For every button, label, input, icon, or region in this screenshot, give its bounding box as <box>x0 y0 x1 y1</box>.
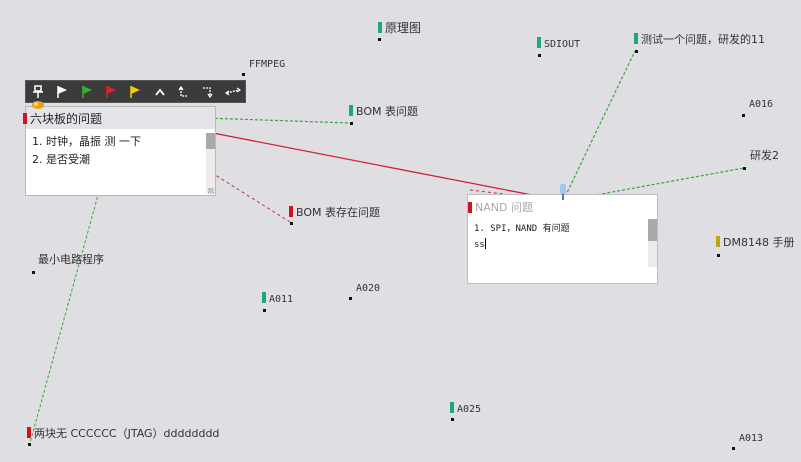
flag-red-icon <box>106 85 117 98</box>
olive-flag-icon <box>716 236 720 247</box>
node-sdiout[interactable]: SDIOUT <box>537 37 580 52</box>
node-anchor <box>451 418 454 421</box>
node-dm8148[interactable]: DM8148 手册 <box>716 236 794 250</box>
node-rd2[interactable]: 研发2 <box>750 149 779 162</box>
flag-white-icon <box>57 85 68 98</box>
node-a016[interactable]: A016 <box>749 99 774 110</box>
green-flag-icon <box>450 402 454 413</box>
node-anchor <box>242 73 245 76</box>
node-anchor <box>32 271 35 274</box>
green-flag-icon <box>634 33 638 44</box>
resize-handle[interactable] <box>208 188 214 194</box>
node-anchor <box>350 122 353 125</box>
link-up-button[interactable] <box>174 82 194 102</box>
note-header[interactable]: NAND 问题 <box>468 195 657 219</box>
note-content[interactable]: 1. SPI，NAND 有问题 ss <box>468 219 657 255</box>
node-anchor <box>732 447 735 450</box>
text-cursor <box>484 238 486 249</box>
note-title: NAND 问题 <box>475 201 533 214</box>
pushpin-icon <box>32 101 44 109</box>
pin-button[interactable] <box>28 82 48 102</box>
note-scrollbar[interactable] <box>206 133 215 193</box>
node-bom-exists[interactable]: BOM 表存在问题 <box>289 206 380 220</box>
red-flag-icon <box>27 427 31 438</box>
node-schematic[interactable]: 原理图 <box>378 21 421 36</box>
note-content[interactable]: 1. 时钟，晶振 测 一下 2. 是否受潮 <box>26 129 215 173</box>
link-down-button[interactable] <box>198 82 218 102</box>
link-down-icon <box>203 86 213 98</box>
node-a020[interactable]: A020 <box>356 283 381 294</box>
pin-icon <box>33 84 44 98</box>
node-anchor <box>743 167 746 170</box>
flag-green-icon <box>82 85 92 98</box>
note-line: 1. SPI，NAND 有问题 <box>474 224 570 234</box>
node-anchor <box>349 297 352 300</box>
link-both-icon <box>224 87 241 95</box>
flag-white-button[interactable] <box>52 82 72 102</box>
chevron-up-icon <box>155 88 165 96</box>
note-title: 六块板的问题 <box>30 111 103 126</box>
node-anchor <box>742 114 745 117</box>
node-anchor <box>538 54 541 57</box>
flag-yellow-button[interactable] <box>125 82 145 102</box>
green-flag-icon <box>378 22 382 33</box>
green-flag-icon <box>262 292 266 303</box>
node-ffmpeg[interactable]: FFMPEG <box>249 59 286 70</box>
red-flag-icon <box>23 112 27 124</box>
node-test-issue[interactable]: 测试一个问题，研发的11 <box>634 33 765 47</box>
green-flag-icon <box>349 105 353 116</box>
node-jtag[interactable]: 两块无 CCCCCC（JTAG）dddddddd <box>27 427 219 441</box>
node-anchor <box>378 38 381 41</box>
red-flag-icon <box>289 206 293 217</box>
note-scrollbar[interactable] <box>648 219 657 267</box>
node-a025[interactable]: A025 <box>450 402 481 417</box>
note-line: ss <box>474 238 486 250</box>
node-anchor <box>263 309 266 312</box>
node-a011[interactable]: A011 <box>262 292 293 307</box>
note-nand[interactable]: NAND 问题 1. SPI，NAND 有问题 ss <box>467 194 658 284</box>
node-anchor <box>717 254 720 257</box>
node-bom-table[interactable]: BOM 表问题 <box>349 105 418 119</box>
link-both-button[interactable] <box>223 82 243 102</box>
link-up-icon <box>178 85 189 97</box>
red-flag-icon <box>468 201 472 213</box>
node-anchor <box>28 443 31 446</box>
flag-red-button[interactable] <box>101 82 121 102</box>
node-toolbar <box>25 80 246 103</box>
scroll-thumb[interactable] <box>648 219 657 241</box>
node-min-circuit[interactable]: 最小电路程序 <box>38 253 104 266</box>
collapse-button[interactable] <box>150 82 170 102</box>
node-anchor <box>635 50 638 53</box>
note-header[interactable]: 六块板的问题 <box>23 107 215 129</box>
node-a013[interactable]: A013 <box>739 433 764 444</box>
flag-yellow-icon <box>130 85 141 98</box>
flag-green-button[interactable] <box>77 82 97 102</box>
scroll-thumb[interactable] <box>206 133 215 149</box>
green-flag-icon <box>537 37 541 48</box>
note-six-board[interactable]: 六块板的问题 1. 时钟，晶振 测 一下 2. 是否受潮 <box>23 106 216 196</box>
note-line: 1. 时钟，晶振 测 一下 <box>32 135 141 148</box>
node-anchor <box>290 222 293 225</box>
pushpin-blue-icon <box>560 184 566 200</box>
note-line: 2. 是否受潮 <box>32 153 90 166</box>
